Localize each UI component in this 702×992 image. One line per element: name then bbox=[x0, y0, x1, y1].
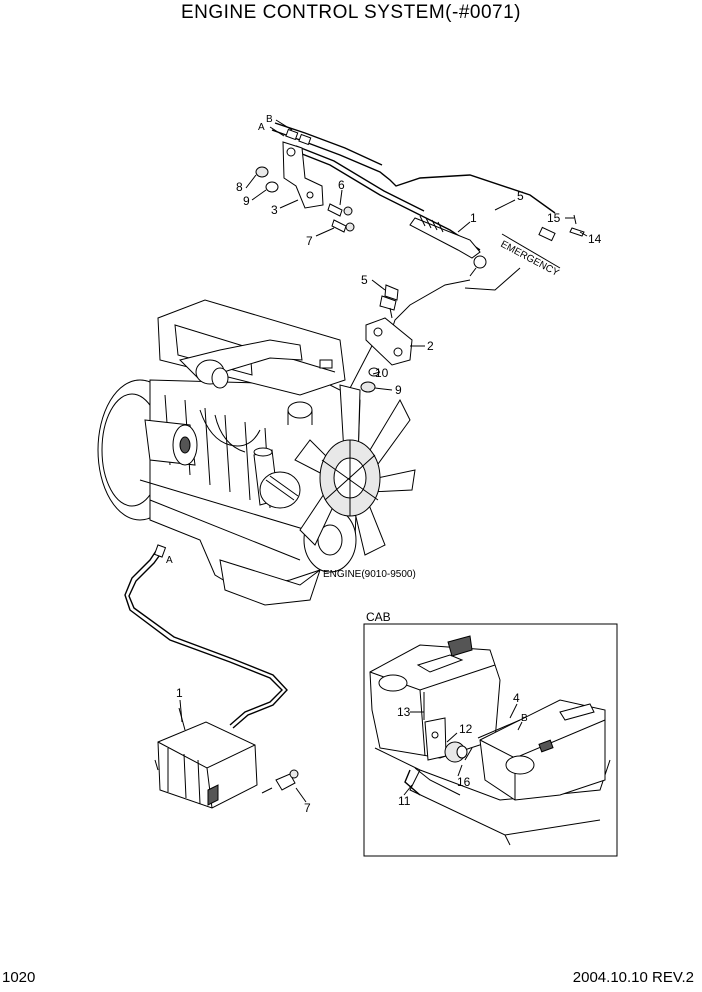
callout-6: 6 bbox=[338, 178, 345, 192]
bolt-5-mid bbox=[379, 284, 399, 319]
bracket-2 bbox=[365, 317, 413, 366]
callout-8: 8 bbox=[236, 180, 243, 194]
callout-a-top: A bbox=[258, 122, 265, 133]
callout-5-mid: 5 bbox=[361, 273, 368, 287]
callout-4: 4 bbox=[513, 691, 520, 705]
cooling-fan bbox=[294, 384, 416, 556]
lower-cable bbox=[124, 544, 288, 729]
callout-leaders bbox=[179, 119, 588, 796]
callout-13: 13 bbox=[397, 705, 411, 719]
callout-1-lower: 1 bbox=[176, 686, 183, 700]
cable-assembly-top: EMERGENCY bbox=[255, 122, 585, 279]
callout-7-top: 7 bbox=[306, 234, 313, 248]
revision-date: 2004.10.10 REV.2 bbox=[572, 969, 694, 986]
cab-inset bbox=[363, 623, 618, 857]
callout-2: 2 bbox=[427, 339, 434, 353]
callout-11: 11 bbox=[398, 794, 411, 808]
page-title: ENGINE CONTROL SYSTEM(-#0071) bbox=[180, 2, 522, 23]
callout-3: 3 bbox=[271, 203, 278, 217]
callout-b-top: B bbox=[266, 114, 273, 125]
callout-7-lower: 7 bbox=[304, 801, 311, 815]
callout-12: 12 bbox=[459, 722, 473, 736]
callout-b-cab: B bbox=[521, 713, 528, 724]
engine bbox=[97, 299, 416, 606]
page-number: 1020 bbox=[2, 969, 36, 986]
callout-10: 10 bbox=[375, 366, 389, 380]
callout-a-lower: A bbox=[166, 555, 173, 566]
engine-model-label: ENGINE(9010-9500) bbox=[323, 569, 416, 580]
emergency-label: EMERGENCY bbox=[499, 239, 561, 279]
cab-label: CAB bbox=[366, 610, 391, 624]
callout-9-top: 9 bbox=[243, 194, 250, 208]
callout-1-top: 1 bbox=[470, 211, 477, 225]
callout-16: 16 bbox=[457, 775, 471, 789]
callout-5-top: 5 bbox=[517, 189, 524, 203]
bolt-7-lower bbox=[261, 769, 307, 803]
control-box-1 bbox=[154, 707, 258, 809]
callout-14: 14 bbox=[588, 232, 602, 246]
callout-numbers: A B 1 5 8 9 3 6 7 15 14 5 2 10 9 A 1 7 1… bbox=[166, 114, 602, 815]
callout-9-mid: 9 bbox=[395, 383, 402, 397]
callout-15: 15 bbox=[547, 211, 561, 225]
